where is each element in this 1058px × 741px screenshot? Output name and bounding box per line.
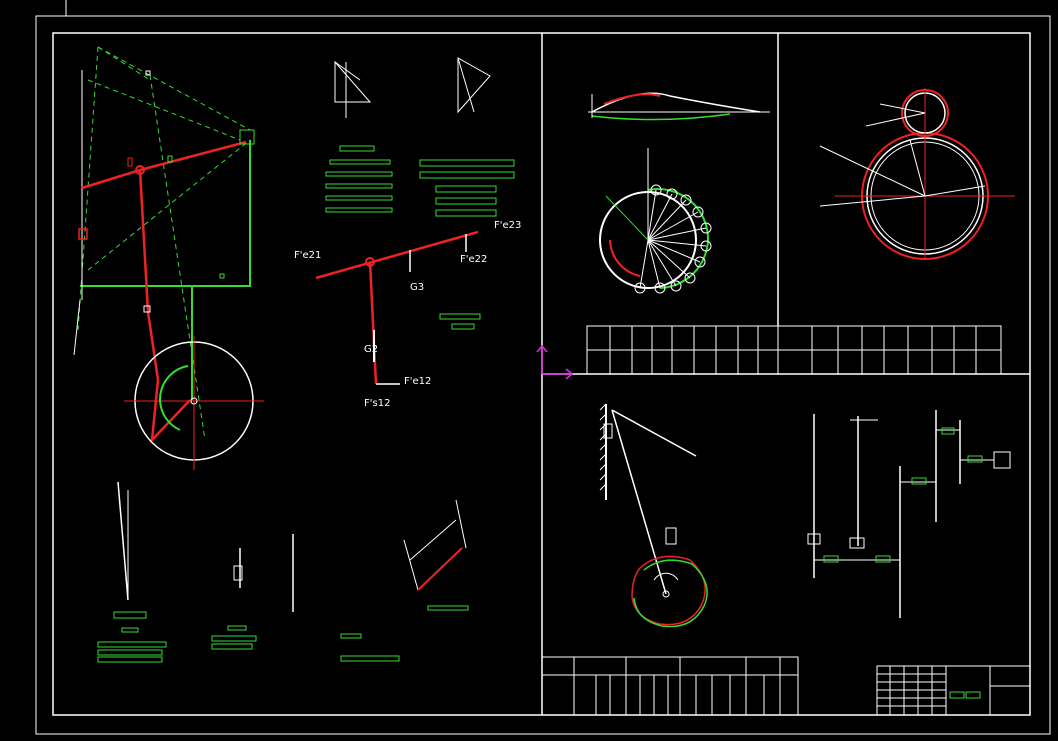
force-diagram: F'e21 F'e23 F'e22 G3 G2 F'e12 F's12 xyxy=(294,220,521,409)
label-g3: G3 xyxy=(410,282,424,293)
label-f-e12: F'e12 xyxy=(404,376,431,387)
outer-frame xyxy=(35,15,1051,735)
label-f-e21: F'e21 xyxy=(294,250,321,261)
cam-diagram xyxy=(599,148,712,294)
motion-table xyxy=(541,656,799,716)
title-block xyxy=(876,665,1031,716)
transmission-schematic xyxy=(807,410,1011,618)
gear-diagram xyxy=(819,88,1015,260)
label-f-e23: F'e23 xyxy=(494,220,521,231)
pendulum-mechanism xyxy=(599,403,708,628)
ucs-icon xyxy=(536,344,574,380)
force-polygon-1 xyxy=(325,60,393,213)
parameter-table xyxy=(586,325,1002,375)
label-f-e22: F'e22 xyxy=(460,254,487,265)
label-g2: G2 xyxy=(364,344,378,355)
mechanism-layout xyxy=(73,46,264,470)
label-f-s12: F's12 xyxy=(364,398,390,409)
force-polygon-2 xyxy=(419,57,515,217)
displacement-curve xyxy=(588,92,770,121)
link-details xyxy=(97,481,469,663)
